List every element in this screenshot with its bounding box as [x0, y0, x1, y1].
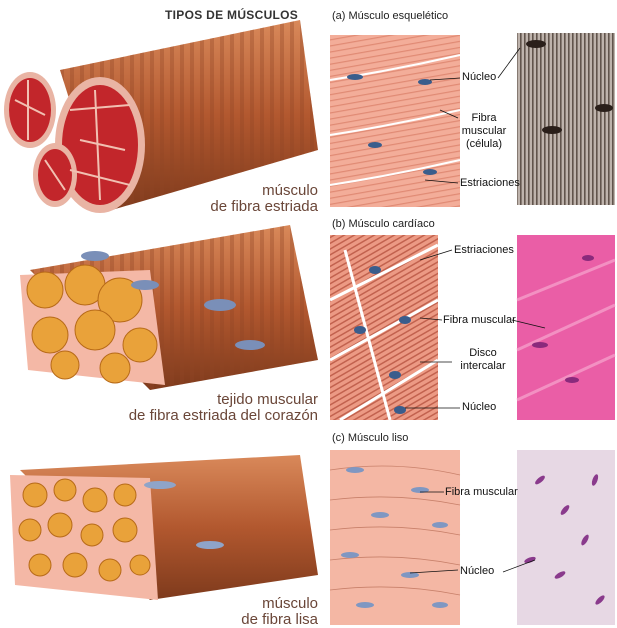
cardiac-micrograph: [512, 235, 615, 420]
skeletal-fiber-drawing: [330, 35, 460, 207]
label-muscle-fiber: Fibra muscular: [443, 314, 516, 327]
caption-line: de fibra estriada: [150, 199, 318, 215]
caption-skeletal: músculo de fibra estriada: [150, 183, 318, 215]
caption-line: músculo: [150, 183, 318, 199]
caption-line: músculo: [150, 596, 318, 612]
label-muscle-fiber: Fibra muscular (célula): [452, 112, 516, 151]
caption-line: de fibra lisa: [150, 612, 318, 628]
label-line: (célula): [452, 138, 516, 151]
smooth-fiber-drawing: [330, 450, 460, 625]
label-nucleus: Núcleo: [462, 71, 496, 84]
cardiac-muscle-illustration: [20, 225, 318, 390]
label-muscle-fiber: Fibra muscular: [445, 486, 518, 499]
page-title: TIPOS DE MÚSCULOS: [165, 8, 298, 22]
label-striations: Estriaciones: [460, 177, 520, 190]
caption-smooth: músculo de fibra lisa: [150, 596, 318, 628]
label-line: Disco: [455, 347, 511, 360]
caption-cardiac: tejido muscular de fibra estriada del co…: [60, 392, 318, 424]
section-c-title: (c) Músculo liso: [332, 432, 408, 444]
label-intercalated-disc: Disco intercalar: [455, 347, 511, 373]
label-nucleus: Núcleo: [462, 401, 496, 414]
smooth-muscle-illustration: [10, 455, 318, 600]
label-nucleus: Núcleo: [460, 565, 494, 578]
caption-line: tejido muscular: [60, 392, 318, 408]
label-line: Fibra muscular: [452, 112, 516, 138]
label-striations: Estriaciones: [454, 244, 514, 257]
label-line: intercalar: [455, 360, 511, 373]
section-b-title: (b) Músculo cardíaco: [332, 218, 435, 230]
section-a-title: (a) Músculo esquelético: [332, 10, 448, 22]
smooth-micrograph: [503, 450, 615, 625]
caption-line: de fibra estriada del corazón: [60, 408, 318, 424]
cardiac-fiber-drawing: [330, 235, 460, 420]
